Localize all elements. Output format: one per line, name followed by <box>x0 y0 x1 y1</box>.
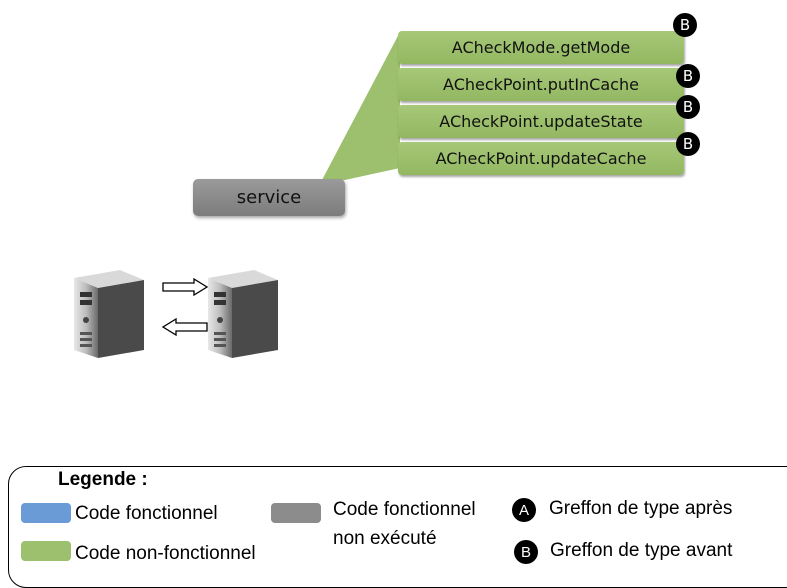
server-tower-icon <box>208 270 278 358</box>
swatch-non-functional <box>21 541 71 561</box>
arrow-right-icon <box>162 278 208 296</box>
legend-functional-label: Code fonctionnel <box>75 503 218 524</box>
badge-before-icon: B <box>676 64 700 88</box>
connector-shape <box>322 32 400 180</box>
pointcut-label: ACheckPoint.updateCache <box>435 149 647 168</box>
service-box[interactable]: service <box>193 179 345 216</box>
swatch-not-executed <box>271 503 321 523</box>
pointcut-box-getmode[interactable]: ACheckMode.getMode <box>398 31 684 64</box>
legend-not-executed-line1: Code fonctionnel <box>333 499 476 520</box>
arrow-left-icon <box>162 318 208 336</box>
legend-not-executed-line2: non exécuté <box>333 528 437 549</box>
pointcut-label: ACheckPoint.putInCache <box>443 75 639 94</box>
legend-before-label: Greffon de type avant <box>550 540 733 561</box>
badge-before-icon: B <box>673 13 697 37</box>
service-label: service <box>236 187 302 208</box>
legend-non-functional-label: Code non-fonctionnel <box>75 543 256 564</box>
legend-title: Legende : <box>58 469 148 490</box>
pointcut-label: ACheckMode.getMode <box>451 38 631 57</box>
pointcut-box-putincache[interactable]: ACheckPoint.putInCache <box>398 68 684 101</box>
pointcut-box-updatestate[interactable]: ACheckPoint.updateState <box>398 105 684 138</box>
swatch-functional <box>21 503 71 523</box>
badge-before-icon: B <box>676 132 700 156</box>
pointcut-label: ACheckPoint.updateState <box>439 112 643 131</box>
badge-before-icon: B <box>514 540 538 564</box>
server-tower-icon <box>74 270 144 358</box>
legend-after-label: Greffon de type après <box>549 498 733 519</box>
badge-before-icon: B <box>676 95 700 119</box>
pointcut-box-updatecache[interactable]: ACheckPoint.updateCache <box>398 142 684 175</box>
badge-after-icon: A <box>512 498 536 522</box>
